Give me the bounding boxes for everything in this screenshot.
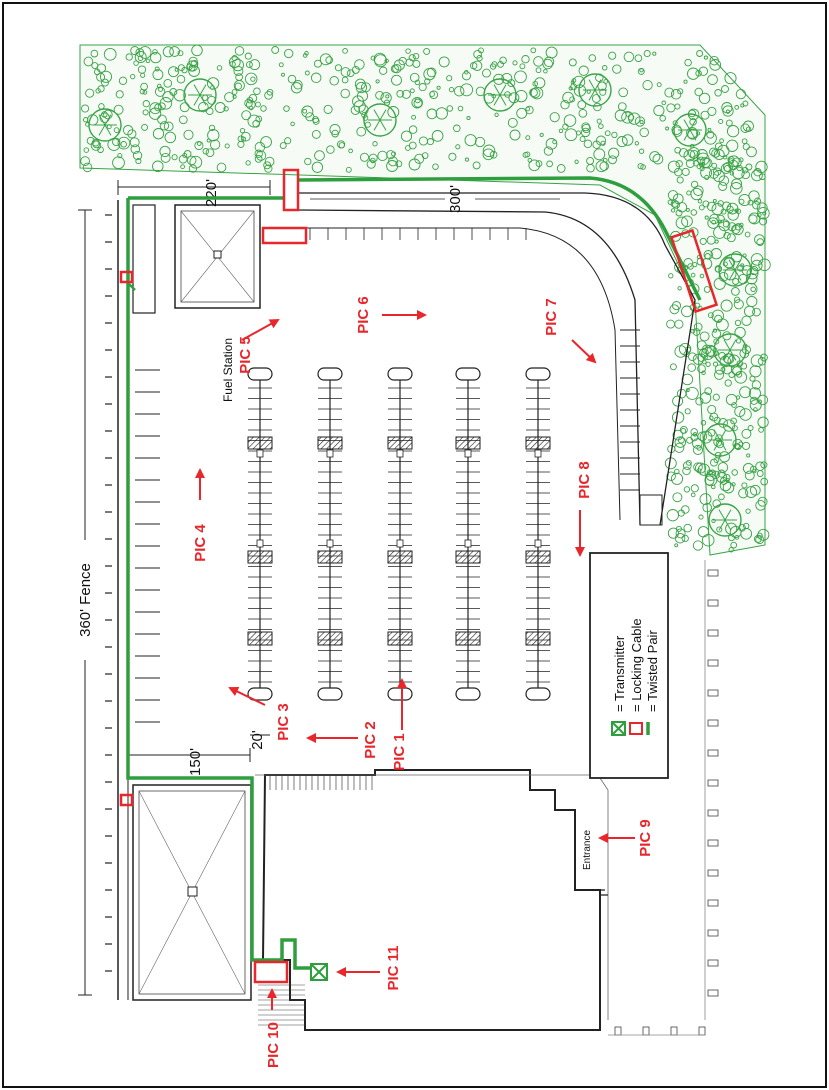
legend: = Transmitter = Locking Cable = Twisted … bbox=[590, 553, 668, 778]
locking-cable-5 bbox=[255, 962, 287, 982]
legend-locking-cable-label: = Locking Cable bbox=[629, 618, 644, 712]
pic-3-label: PIC 3 bbox=[275, 703, 292, 741]
building bbox=[255, 770, 608, 1030]
parking-row bbox=[388, 368, 412, 700]
pic-5-label: PIC 5 bbox=[237, 336, 254, 374]
parking-row bbox=[248, 368, 272, 700]
pic-10-label: PIC 10 bbox=[265, 1022, 282, 1068]
legend-transmitter-label: = Transmitter bbox=[612, 635, 627, 712]
fence-line bbox=[105, 200, 128, 1000]
transmitter-icon bbox=[311, 964, 327, 980]
curved-drive bbox=[290, 193, 695, 525]
parking-row bbox=[526, 368, 550, 700]
parking-rows bbox=[248, 368, 550, 700]
pic-5-arrow bbox=[242, 320, 278, 340]
pic-7-arrow bbox=[572, 340, 595, 362]
dimension-220: 220' bbox=[118, 179, 270, 207]
entrance-label: Entrance bbox=[582, 830, 593, 870]
pic-1-label: PIC 1 bbox=[391, 733, 408, 771]
parking-row bbox=[456, 368, 480, 700]
bin-enclosure bbox=[133, 205, 155, 313]
pic-9-label: PIC 9 bbox=[637, 819, 654, 857]
locking-cable-2 bbox=[263, 228, 306, 243]
parking-row bbox=[318, 368, 342, 700]
pic-8-label: PIC 8 bbox=[576, 461, 593, 499]
dim-150-label: 150' bbox=[187, 748, 204, 776]
dim-20-label: 20' bbox=[249, 730, 266, 750]
pic-11-label: PIC 11 bbox=[385, 945, 402, 990]
legend-twisted-pair-label: = Twisted Pair bbox=[645, 630, 660, 712]
fence-label: 360' Fence bbox=[77, 563, 94, 637]
dimension-150: 150' bbox=[128, 748, 250, 776]
locking-cable-4 bbox=[121, 795, 132, 805]
fuel-canopy bbox=[175, 205, 260, 308]
legend-locking-cable-icon bbox=[630, 723, 642, 734]
dim-300-label: 300' bbox=[447, 185, 464, 213]
left-parking-stalls bbox=[135, 370, 160, 722]
fuel-station-label: Fuel Station bbox=[221, 338, 235, 402]
pic-6-label: PIC 6 bbox=[355, 296, 372, 334]
pic-2-label: PIC 2 bbox=[362, 721, 379, 759]
locking-cable-1 bbox=[284, 170, 298, 210]
main-canopy bbox=[133, 785, 251, 1000]
dimension-20: 20' bbox=[249, 730, 270, 750]
pic-4-label: PIC 4 bbox=[192, 524, 209, 562]
dimension-360: 360' Fence bbox=[77, 210, 94, 995]
pic-7-label: PIC 7 bbox=[543, 298, 560, 336]
dim-220-label: 220' bbox=[203, 179, 220, 207]
